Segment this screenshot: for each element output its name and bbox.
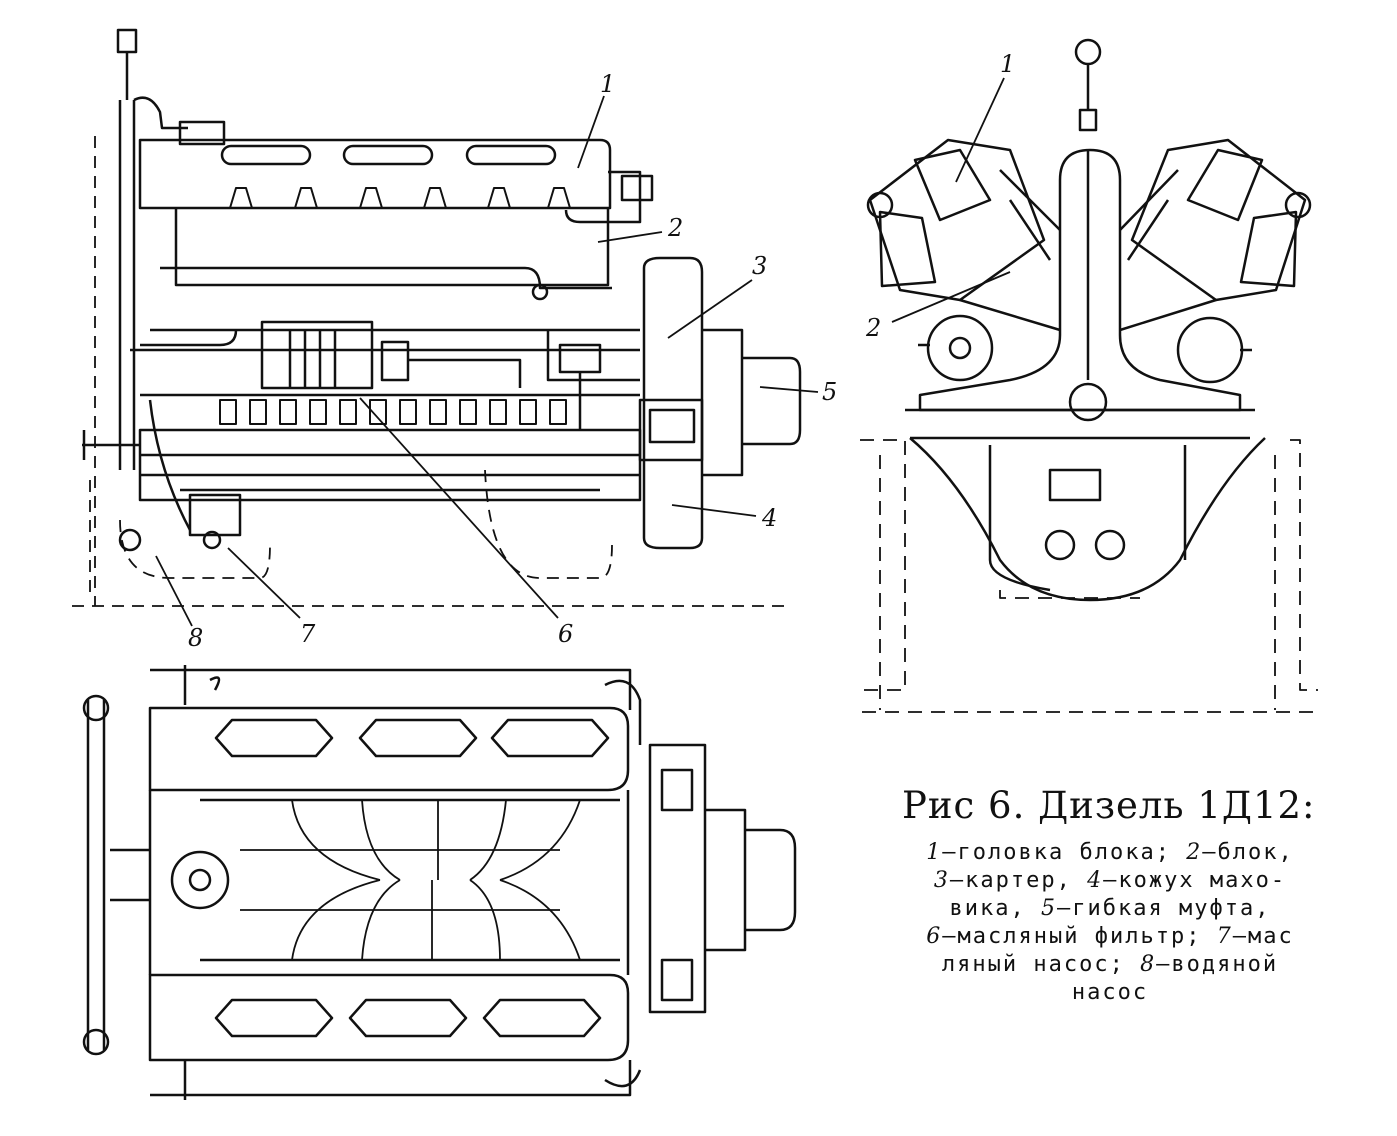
callout-8: 8 [188, 624, 203, 652]
legend-number: 8 [1140, 952, 1157, 977]
legend-text: —мас [1232, 924, 1294, 949]
legend-number: 3 [933, 868, 950, 893]
legend-text: насос [1071, 980, 1149, 1005]
callout-5: 5 [822, 378, 837, 406]
callout-front-2: 2 [865, 314, 881, 342]
legend-number: 7 [1216, 924, 1233, 949]
callouts-front-view: 1 2 [865, 50, 1015, 342]
callout-2: 2 [667, 214, 683, 242]
legend-text: —головка блока; [942, 840, 1187, 865]
legend-text: —картер, [949, 868, 1088, 893]
legend-line: 3—картер, 4—кожух махо- [850, 867, 1370, 895]
legend-text: вика, [949, 896, 1042, 921]
legend-number: 5 [1041, 896, 1058, 921]
callout-3: 3 [752, 252, 767, 280]
figure-caption: Рис 6. Дизель 1Д12: 1—головка блока; 2—б… [850, 784, 1370, 1007]
legend-number: 6 [926, 924, 943, 949]
legend-text: —масляный фильтр; [942, 924, 1217, 949]
legend-line: вика, 5—гибкая муфта, [850, 895, 1370, 923]
legend-line: 1—головка блока; 2—блок, [850, 839, 1370, 867]
callout-4: 4 [761, 504, 777, 532]
top-view [82, 665, 797, 1100]
callout-6: 6 [558, 620, 573, 648]
side-view [72, 28, 819, 627]
legend-number: 1 [926, 840, 943, 865]
legend-text: —гибкая муфта, [1057, 896, 1271, 921]
callout-1: 1 [600, 70, 615, 98]
legend-number: 2 [1186, 840, 1203, 865]
caption-legend: 1—головка блока; 2—блок,3—картер, 4—кожу… [850, 839, 1370, 1007]
legend-text: ляный насос; [941, 952, 1141, 977]
legend-text: —блок, [1202, 840, 1294, 865]
caption-title: Рис 6. Дизель 1Д12: [902, 784, 1316, 827]
legend-line: 6—масляный фильтр; 7—мас [850, 923, 1370, 951]
legend-number: 4 [1087, 868, 1104, 893]
callout-front-1: 1 [1000, 50, 1015, 78]
front-view [860, 38, 1318, 713]
legend-text: —водяной [1156, 952, 1279, 977]
callout-7: 7 [300, 620, 316, 648]
legend-line: ляный насос; 8—водяной [850, 951, 1370, 979]
legend-text: —кожух махо- [1103, 868, 1287, 893]
legend-line: насос [850, 979, 1370, 1007]
callouts-side-view: 1 2 3 5 4 6 7 8 [188, 70, 837, 652]
